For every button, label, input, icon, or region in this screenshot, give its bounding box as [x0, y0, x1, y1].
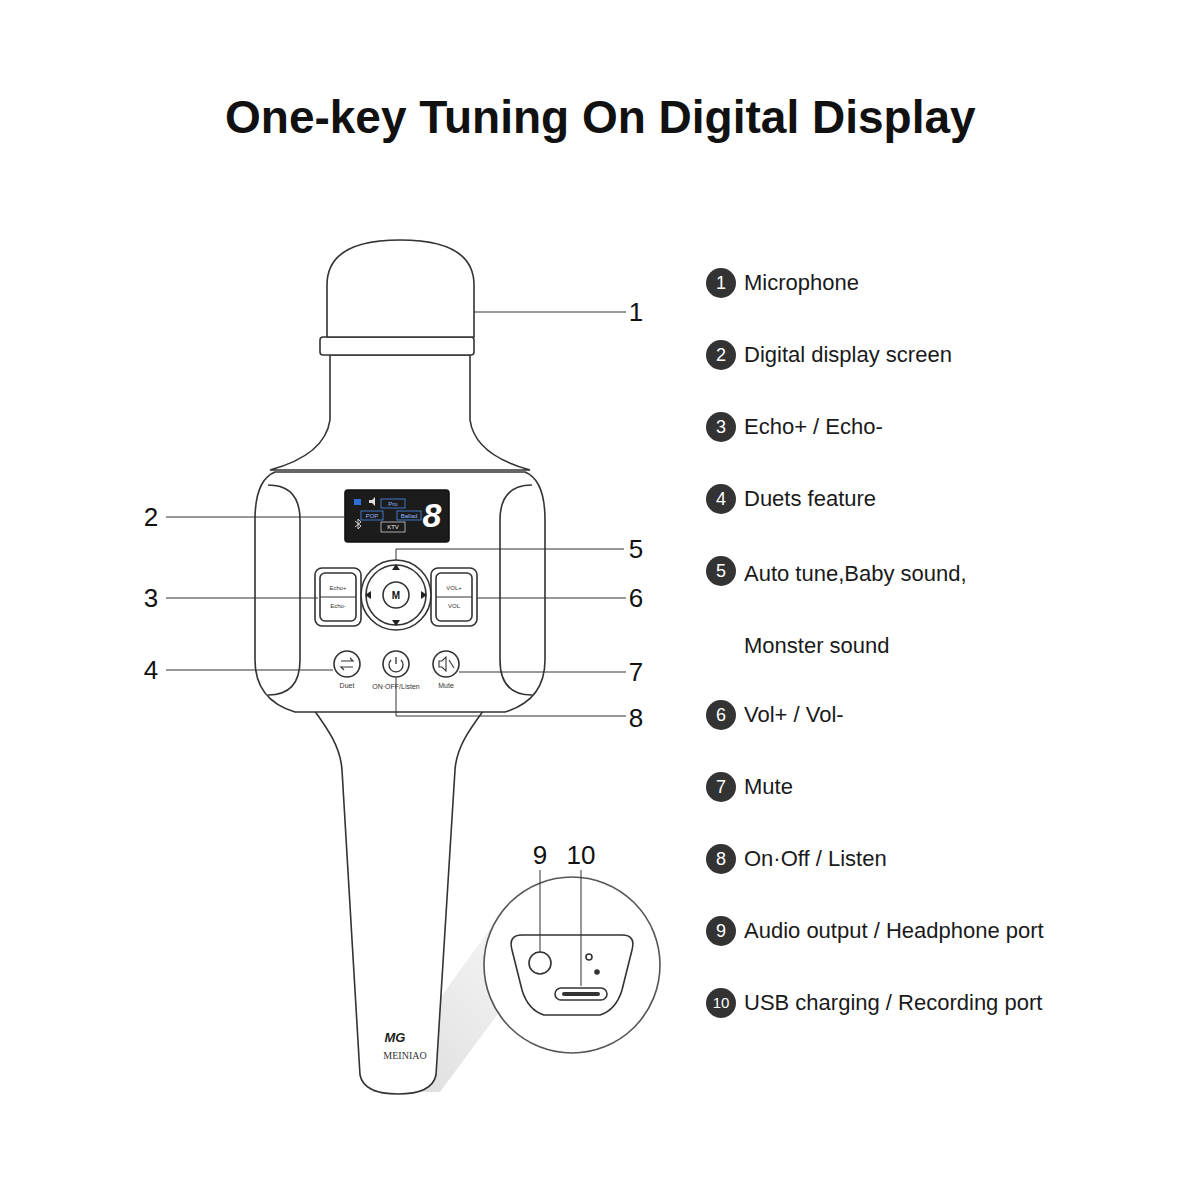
callout-number: 4	[144, 656, 158, 685]
numbered-circle: 5Auto tune,Baby sound, Monster sound	[706, 556, 736, 586]
display-mode: KTV	[387, 524, 399, 531]
numbered-circle: 9Audio output / Headphone port	[706, 916, 736, 946]
brand-name: MEINIAO	[383, 1050, 426, 1061]
numbered-circle: 4Duets feature	[706, 484, 736, 514]
item-number: 6	[706, 700, 736, 730]
item-description: Echo+ / Echo-	[744, 409, 883, 444]
button-label: Duet	[340, 682, 355, 690]
callout-number: 10	[567, 841, 596, 870]
item-number: 10	[706, 988, 736, 1018]
callout-number: 3	[144, 584, 158, 613]
button-label: M	[392, 590, 400, 601]
display-mode: Pro	[388, 501, 397, 508]
item-number: 8	[706, 844, 736, 874]
callout-number: 8	[629, 704, 643, 733]
item-description: Audio output / Headphone port	[744, 913, 1044, 948]
numbered-circle: 3Echo+ / Echo-	[706, 412, 736, 442]
button-label: VOL	[448, 603, 460, 610]
numbered-circle: 8On·Off / Listen	[706, 844, 736, 874]
display-digit: 8	[423, 497, 442, 534]
item-description: Vol+ / Vol-	[744, 697, 844, 732]
numbered-circle: 2Digital display screen	[706, 340, 736, 370]
display-mode: Ballad	[401, 513, 418, 520]
item-number: 9	[706, 916, 736, 946]
display-mode: POP	[366, 513, 379, 520]
button-label: ON·OFF/Listen	[372, 683, 419, 691]
callout-number: 5	[629, 535, 643, 564]
button-label: VOL+	[446, 585, 462, 592]
item-description: Auto tune,Baby sound, Monster sound	[744, 538, 1004, 682]
item-number: 4	[706, 484, 736, 514]
item-number: 3	[706, 412, 736, 442]
numbered-circle: 10USB charging / Recording port	[706, 988, 736, 1018]
item-description: Duets feature	[744, 481, 876, 516]
callout-number: 7	[629, 658, 643, 687]
item-description: Mute	[744, 769, 793, 804]
callout-number: 1	[629, 298, 643, 327]
numbered-circle: 6Vol+ / Vol-	[706, 700, 736, 730]
callout-number: 9	[533, 841, 547, 870]
numbered-circle: 1Microphone	[706, 268, 736, 298]
item-description: Digital display screen	[744, 337, 952, 372]
item-description: Microphone	[744, 265, 859, 300]
item-description: USB charging / Recording port	[744, 985, 1042, 1020]
button-label: Echo-	[330, 603, 346, 610]
item-number: 7	[706, 772, 736, 802]
callout-number: 2	[144, 503, 158, 532]
button-label: Echo+	[329, 585, 346, 592]
item-number: 1	[706, 268, 736, 298]
item-number: 2	[706, 340, 736, 370]
button-label: Mute	[438, 682, 454, 690]
callout-number: 6	[629, 584, 643, 613]
item-description: On·Off / Listen	[744, 841, 887, 876]
title: One-key Tuning On Digital Display	[225, 92, 976, 143]
brand-logo: MG	[385, 1031, 406, 1045]
numbered-circle: 7Mute	[706, 772, 736, 802]
item-number: 5	[706, 556, 736, 586]
